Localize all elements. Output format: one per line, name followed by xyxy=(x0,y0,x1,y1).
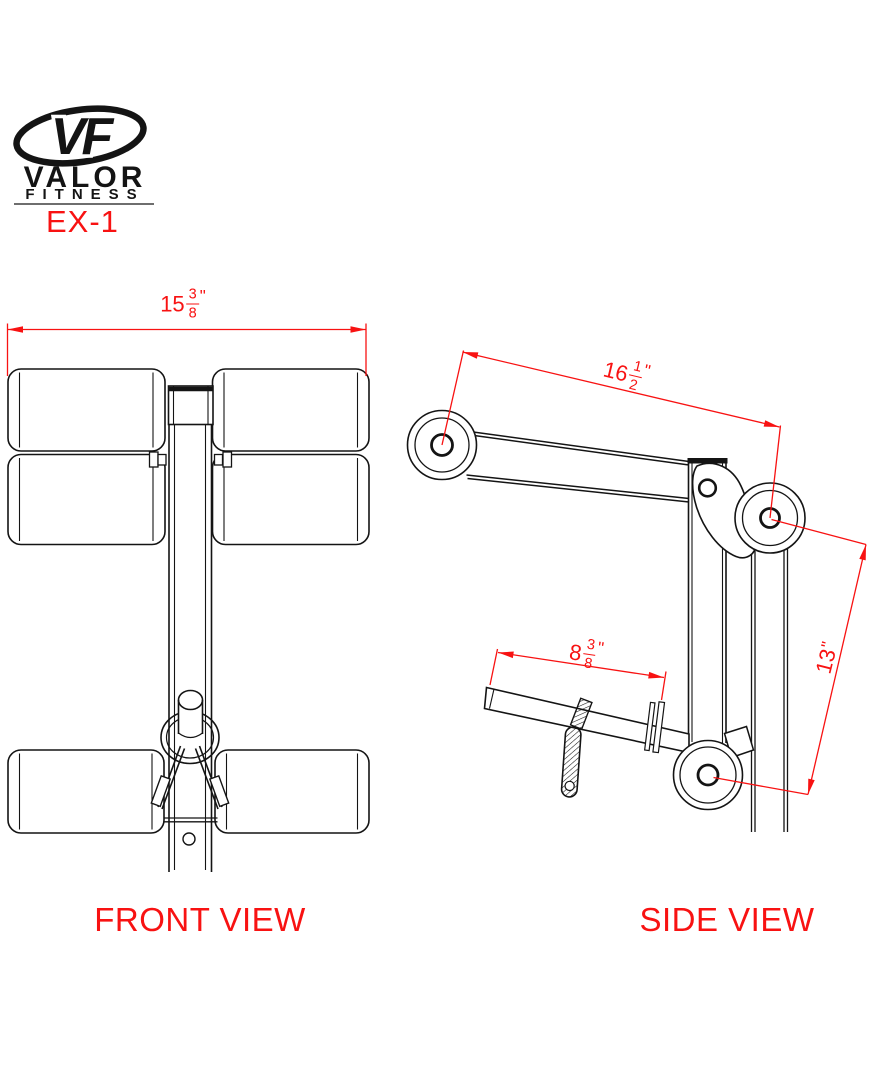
dimension-fraction: 3 8 xyxy=(581,636,597,672)
front-adjustment-hole xyxy=(182,832,196,846)
front-crossbar xyxy=(164,817,218,823)
side-guide-rods xyxy=(750,545,789,832)
front-center-post xyxy=(168,424,213,872)
side-height-dimension xyxy=(713,518,867,796)
side-view-title: SIDE VIEW xyxy=(639,901,815,938)
front-top-cap xyxy=(167,385,214,426)
dimension-whole: 16 xyxy=(601,356,631,387)
dimension-label-handle-length: 8 3 8 " xyxy=(567,635,605,673)
side-swing-arm xyxy=(466,430,690,503)
logo-wordmark: VALOR xyxy=(23,161,147,194)
front-spring-clips xyxy=(150,745,230,810)
dimension-whole: 13 xyxy=(810,646,841,677)
side-bar-collar xyxy=(643,701,666,754)
dimension-whole: 8 xyxy=(567,638,584,666)
dimension-whole: 15 xyxy=(160,291,185,316)
front-view-drawing xyxy=(6,323,370,872)
front-pad-bolts xyxy=(148,451,233,468)
logo-tagline: FITNESS xyxy=(25,186,145,203)
front-pop-pin xyxy=(150,689,230,846)
logo-divider xyxy=(14,203,154,205)
side-view-drawing xyxy=(406,350,867,832)
dimension-unit: " xyxy=(199,286,206,306)
product-model-number: EX-1 xyxy=(46,204,119,239)
side-bottom-roller xyxy=(672,739,744,811)
dimension-fraction: 3 8 xyxy=(186,286,199,321)
front-width-dimension xyxy=(6,323,367,376)
side-handle-dimension xyxy=(489,648,667,701)
front-foam-pads xyxy=(7,368,370,834)
dimension-label-front-width: 15 3 8 " xyxy=(160,286,206,321)
side-arm-dimension xyxy=(441,350,782,519)
front-view-title: FRONT VIEW xyxy=(94,901,306,938)
side-carabiner-clip xyxy=(560,697,593,798)
logo-monogram-svg: VF xyxy=(51,108,115,166)
